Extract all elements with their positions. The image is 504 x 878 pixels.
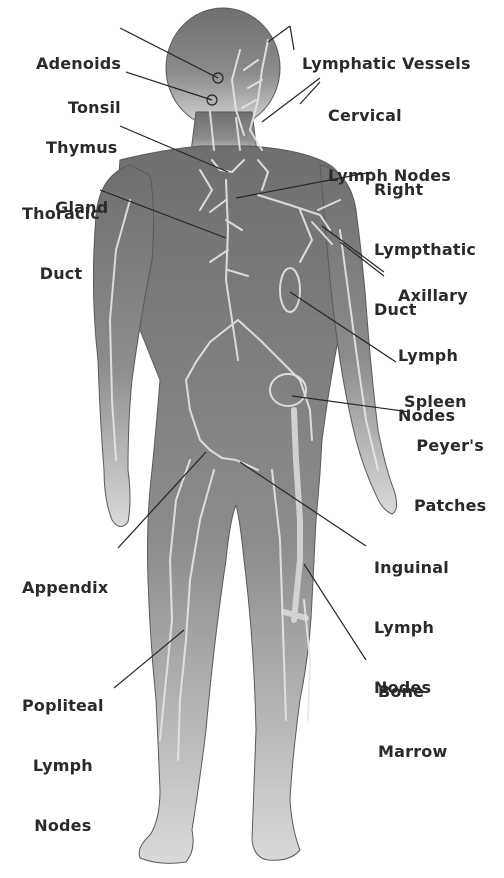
label-popliteal-line-1: Popliteal [22, 696, 104, 716]
label-appendix-line-1: Appendix [22, 578, 108, 598]
label-inguinal-line-1: Inguinal [374, 558, 449, 578]
label-inguinal-line-2: Lymph [374, 618, 449, 638]
label-thoracic-line-1: Thoracic [22, 204, 100, 224]
label-peyers-line-2: Patches [414, 496, 486, 516]
label-appendix: Appendix [22, 538, 108, 638]
label-popliteal-line-3: Nodes [22, 816, 104, 836]
label-thoracic-duct: Thoracic Duct [22, 164, 100, 324]
label-bone-marrow-line-2: Marrow [378, 742, 447, 762]
label-bone-marrow: Bone Marrow [378, 642, 447, 802]
label-axillary-line-1: Axillary [398, 286, 468, 306]
label-thoracic-line-2: Duct [22, 264, 100, 284]
label-cervical-line-1: Cervical [328, 106, 451, 126]
label-peyers-line-1: Peyer's [414, 436, 486, 456]
label-bone-marrow-line-1: Bone [378, 682, 447, 702]
label-popliteal-lymph-nodes: Popliteal Lymph Nodes [22, 656, 104, 876]
label-thymus-line-1: Thymus [46, 138, 118, 158]
label-popliteal-line-2: Lymph [22, 756, 104, 776]
label-right-duct-line-1: Right [374, 180, 476, 200]
